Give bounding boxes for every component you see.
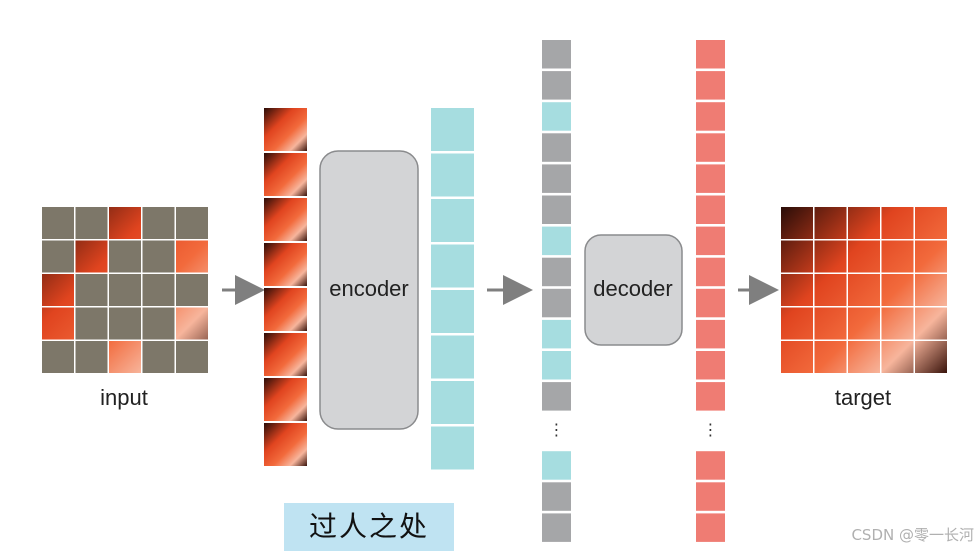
encoded-token [431, 290, 474, 333]
grid-line [913, 207, 915, 373]
grid-line [174, 207, 176, 373]
reconstructed-token [696, 513, 725, 542]
grid-line [42, 239, 208, 241]
masked-patch [176, 274, 208, 306]
mask-token [542, 164, 571, 193]
masked-patch [176, 207, 208, 239]
masked-patch [142, 240, 175, 273]
grid-line [781, 339, 947, 341]
masked-patch [109, 240, 141, 273]
visible-patch [264, 198, 307, 241]
reconstructed-token [696, 351, 725, 380]
visible-patch [264, 378, 307, 421]
grid-line [813, 207, 815, 373]
decoder-input-tokens-column: ⋮ [542, 40, 571, 542]
grid-line [42, 306, 208, 308]
grid-line [781, 306, 947, 308]
grid-line [781, 272, 947, 274]
encoded-token [431, 426, 474, 470]
visible-patch [264, 108, 307, 151]
mask-token [542, 482, 571, 511]
visible-patch [264, 153, 307, 196]
mask-token [542, 71, 571, 100]
masked-patch [42, 207, 74, 239]
encoded-tokens-column [431, 108, 474, 470]
masked-patch [142, 274, 175, 306]
reconstructed-token [696, 226, 725, 256]
grid-line [74, 207, 76, 373]
ellipsis: ⋮ [549, 420, 565, 439]
grid-line [42, 339, 208, 341]
reconstructed-token [696, 102, 725, 131]
reconstructed-token [696, 257, 725, 287]
visible-patch [264, 243, 307, 286]
masked-patch [142, 341, 175, 373]
decoder-box [584, 234, 683, 346]
encoded-token [431, 244, 474, 288]
encoder-label: encoder [329, 276, 409, 301]
reconstructed-token [696, 133, 725, 162]
target-label: target [835, 385, 891, 410]
decoder-label: decoder [593, 276, 673, 301]
encoder-box [319, 150, 419, 430]
grid-line [107, 207, 109, 373]
masked-patch [75, 274, 108, 306]
reconstructed-token [696, 40, 725, 69]
encoded-token [542, 451, 571, 480]
grid-line [781, 239, 947, 241]
reconstructed-token [696, 319, 725, 349]
reconstructed-token [696, 164, 725, 193]
mask-token [542, 382, 571, 411]
decoder-output-tokens-column: ⋮ [696, 40, 725, 542]
mask-token [542, 513, 571, 542]
masked-patch [176, 341, 208, 373]
grid-line [141, 207, 143, 373]
reconstructed-token [696, 288, 725, 318]
encoded-token [542, 226, 571, 256]
reconstructed-token [696, 195, 725, 224]
grid-line [846, 207, 848, 373]
grid-line [880, 207, 882, 373]
encoded-token [542, 319, 571, 349]
encoded-token [431, 108, 474, 151]
visible-patch [264, 288, 307, 331]
mask-token [542, 288, 571, 318]
input-image-grid [42, 207, 208, 373]
target-image-background [781, 207, 947, 373]
annotation-label: 过人之处 [284, 503, 454, 551]
encoded-token [431, 153, 474, 197]
masked-patch [109, 274, 141, 306]
encoded-token [542, 102, 571, 131]
mask-token [542, 195, 571, 224]
masked-patch [142, 207, 175, 239]
masked-patch [75, 307, 108, 340]
reconstructed-token [696, 382, 725, 411]
encoded-token [431, 335, 474, 379]
visible-patch [264, 423, 307, 466]
ellipsis: ⋮ [703, 420, 719, 439]
mask-token [542, 257, 571, 287]
encoded-token [431, 199, 474, 242]
visible-patch [264, 333, 307, 376]
masked-patch [42, 240, 74, 273]
visible-patches-column [264, 108, 307, 466]
reconstructed-token [696, 482, 725, 511]
encoded-token [542, 351, 571, 380]
mask-token [542, 133, 571, 162]
masked-patch [142, 307, 175, 340]
mask-token [542, 40, 571, 69]
masked-patch [75, 341, 108, 373]
input-label: input [100, 385, 148, 410]
masked-patch [109, 307, 141, 340]
masked-patch [42, 341, 74, 373]
encoded-token [431, 381, 474, 424]
masked-patch [75, 207, 108, 239]
reconstructed-token [696, 451, 725, 480]
grid-line [42, 272, 208, 274]
reconstructed-token [696, 71, 725, 100]
watermark: CSDN @零一长河 [851, 526, 974, 544]
target-image-grid [781, 207, 947, 373]
